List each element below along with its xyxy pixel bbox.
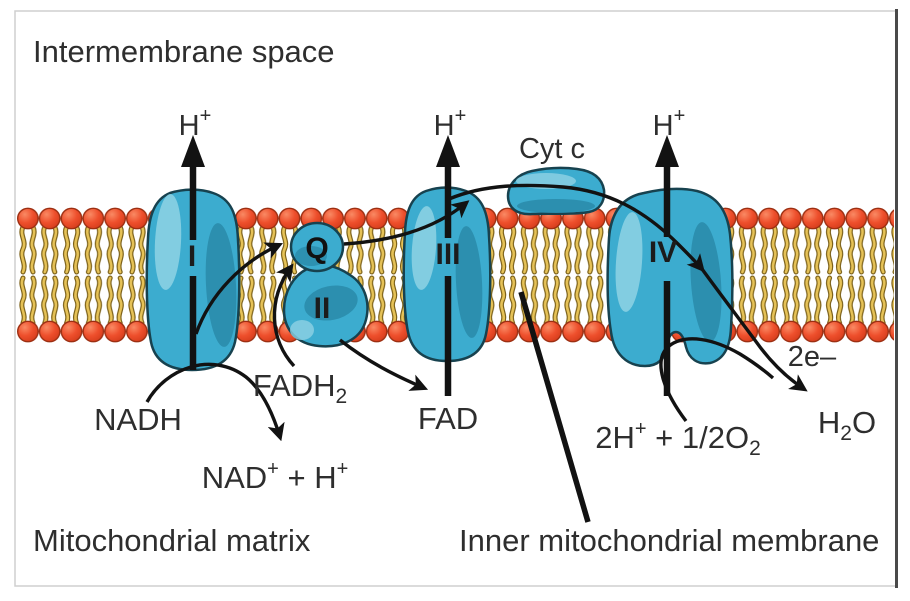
arrow-complex-iii-to-complex-iv xyxy=(448,183,705,273)
label-nadh: NADH xyxy=(94,402,182,437)
label-h2o: H2O xyxy=(818,405,876,445)
complex-i-shadow xyxy=(205,223,237,347)
complex-iii-shape xyxy=(402,186,492,363)
arrow-complex-ii-to-fad xyxy=(338,338,429,391)
label-2e-electrons: 2e– xyxy=(788,341,837,373)
label-mitochondrial-matrix: Mitochondrial matrix xyxy=(33,523,311,558)
arrow-nadh-to-nad xyxy=(145,362,285,442)
ubiquinone-shape xyxy=(289,221,345,273)
label-complex-i-numeral: I xyxy=(188,240,196,273)
label-ubiquinone-q: Q xyxy=(305,232,328,265)
arrow-electrons-to-water xyxy=(700,268,808,392)
label-complex-ii-numeral: II xyxy=(314,292,331,325)
complex-iv-highlight xyxy=(615,212,643,312)
complex-ii-highlight xyxy=(290,320,314,340)
label-h-plus-complex-i: H+ xyxy=(179,105,212,142)
label-h-plus-complex-iv: H+ xyxy=(653,105,686,142)
inner-membrane-pointer-line xyxy=(518,291,591,523)
complex-iii-highlight xyxy=(411,206,437,290)
label-intermembrane-space: Intermembrane space xyxy=(33,34,335,69)
label-complex-iv-numeral: IV xyxy=(649,236,677,269)
proton-arrowhead-complex-iii xyxy=(436,135,460,167)
complex-iii-shadow xyxy=(455,226,483,338)
proton-arrowhead-complex-i xyxy=(181,135,205,167)
label-complex-iii-numeral: III xyxy=(435,238,460,271)
label-cyt-c: Cyt c xyxy=(519,133,585,165)
label-fad: FAD xyxy=(418,401,478,436)
label-2h-plus-half-o2: 2H+ + 1/2O2 xyxy=(595,418,761,460)
complex-iv-shape xyxy=(606,187,734,368)
arrow-complex-i-to-q xyxy=(194,242,284,335)
label-fadh2: FADH2 xyxy=(253,368,347,408)
label-inner-mitochondrial-membrane: Inner mitochondrial membrane xyxy=(459,523,879,558)
arrow-fadh2-to-q xyxy=(272,263,296,368)
proton-arrowhead-complex-iv xyxy=(655,135,679,167)
label-nad-plus-h-plus: NAD+ + H+ xyxy=(202,458,349,495)
complex-i-highlight xyxy=(154,194,182,290)
complex-ii-shadow xyxy=(304,285,358,321)
arrow-q-to-complex-iii xyxy=(343,200,470,246)
label-h-plus-complex-iii: H+ xyxy=(434,105,467,142)
cytochrome-c-shadow xyxy=(517,199,595,213)
ubiquinone-shadow xyxy=(295,246,327,266)
complex-ii-shape xyxy=(282,264,369,348)
complex-iv-shadow xyxy=(690,222,722,342)
